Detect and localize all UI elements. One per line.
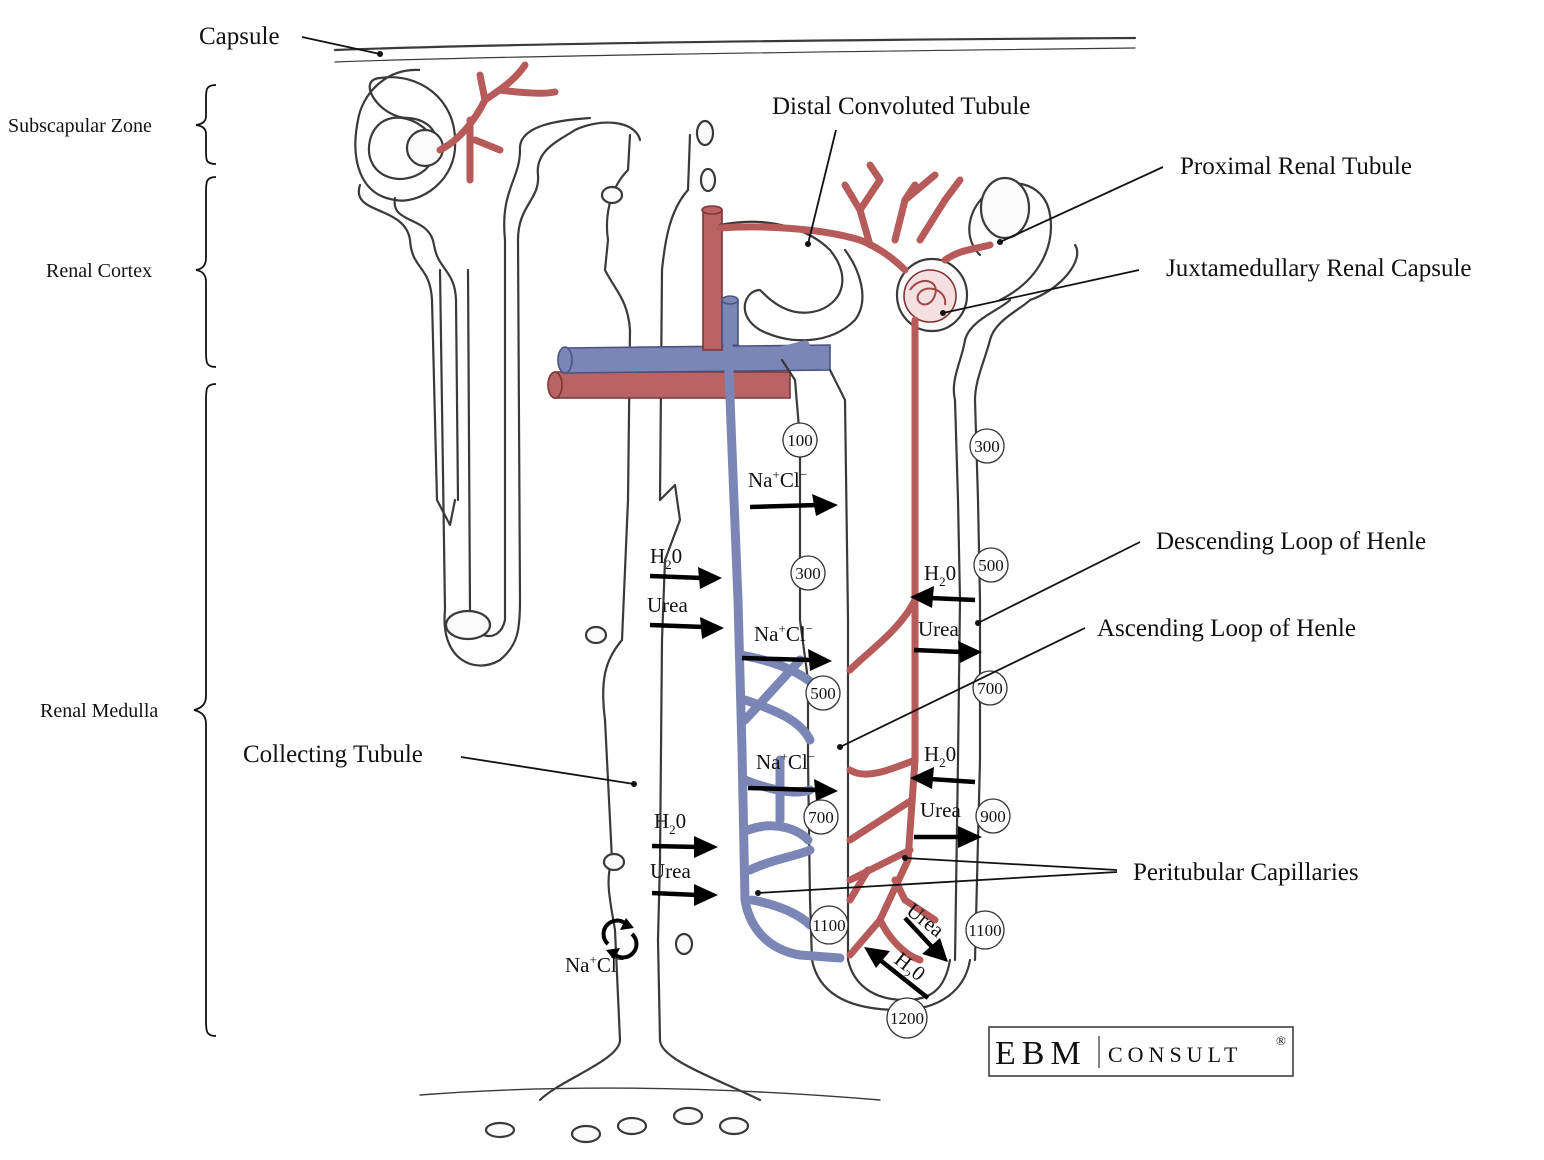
arrow-urea-right-1 [913,641,982,663]
osmolality-badge: 300 [969,428,1005,464]
logo-consult-text: CONSULT [1108,1042,1242,1067]
ascending-loop-label: Ascending Loop of Henle [1097,615,1356,642]
peritubular-capillaries-label: Peritubular Capillaries [1133,859,1359,886]
afferent-arteriole-tree [716,161,994,604]
osmolality-markers: 100 300 500 700 1100 300 500 700 [782,422,1011,1039]
logo-registered-mark: ® [1276,1033,1286,1048]
collecting-tubule-label: Collecting Tubule [243,741,423,768]
h2o-label: H20 [924,742,956,770]
recycle-icon [601,918,639,960]
urea-label: Urea [920,798,961,822]
logo-ebm-text: EBM [995,1035,1087,1072]
osmolality-badge: 500 [805,675,841,711]
urea-label: Urea [650,859,691,883]
osmolality-badge: 300 [790,555,826,591]
subscapular-zone-label: Subscapular Zone [8,115,152,137]
arrow-h2o-bottom [864,947,930,1000]
arrow-urea-left-1 [649,617,724,639]
urea-label: Urea [918,617,959,641]
juxtamedullary-renal-capsule-label: Juxtamedullary Renal Capsule [1166,255,1471,282]
nacl-label: Na+Cl− [756,749,815,774]
osmolality-value: 500 [978,556,1004,575]
osmolality-value: 700 [808,808,834,827]
osmolality-value: 1100 [968,921,1001,940]
renal-medulla-label: Renal Medulla [40,700,158,722]
leader-lines [301,36,1164,896]
cortical-arteriole [436,61,559,184]
zone-braces [193,84,217,1037]
structure-labels: Capsule Subscapular Zone Renal Cortex Re… [8,23,1471,886]
osmolality-badge: 700 [972,670,1008,706]
h2o-label: H20 [924,561,956,589]
nacl-label: Na+Cl− [565,952,624,977]
capsule-label: Capsule [199,23,280,50]
osmolality-value: 300 [974,437,1000,456]
cortical-nephron [354,68,642,667]
urea-label: Urea [647,593,688,617]
osmolality-value: 1200 [890,1009,924,1028]
osmolality-badge: 100 [782,422,818,458]
osmolality-value: 300 [795,564,821,583]
proximal-renal-tubule-label: Proximal Renal Tubule [1180,153,1412,180]
nacl-label: Na+Cl− [748,467,807,492]
ebm-consult-logo: EBM CONSULT ® [988,1026,1294,1077]
osmolality-value: 900 [980,807,1006,826]
arrow-urea-right-2 [914,826,982,848]
osmolality-value: 100 [787,431,813,450]
juxtamedullary-nephron [718,176,1079,1012]
arrow-h2o-left-1 [649,567,722,589]
arrow-h2o-right-2 [910,767,976,789]
h2o-label: H20 [650,544,682,572]
arrow-nacl-1 [749,494,838,516]
osmolality-badge: 700 [803,799,839,835]
osmolality-badge: 1100 [965,910,1005,950]
arrow-nacl-2 [741,649,832,671]
collecting-tubule-structure [419,119,881,1144]
arrow-urea-bottom [903,916,948,962]
transport-arrows [601,494,982,1000]
arrow-h2o-right-1 [910,586,976,608]
osmolality-badge: 900 [975,798,1011,834]
arrow-nacl-3 [747,779,838,801]
arrow-urea-left-2 [651,884,718,906]
chemical-labels: Na+Cl− Na+Cl− Na+Cl− Na+Cl− H20 H20 H20 … [565,467,961,986]
nacl-label: Na+Cl− [754,621,813,646]
arrow-h2o-left-2 [651,836,718,858]
distal-convoluted-tubule-label: Distal Convoluted Tubule [772,93,1030,120]
renal-capsule-outline [333,36,1137,63]
peritubular-capillaries-red [846,596,939,964]
osmolality-badge: 500 [973,547,1009,583]
osmolality-value: 700 [977,679,1003,698]
osmolality-badge: 1100 [809,905,849,945]
osmolality-badge: 1200 [886,997,928,1039]
renal-cortex-label: Renal Cortex [46,260,152,282]
osmolality-value: 1100 [812,916,845,935]
descending-loop-label: Descending Loop of Henle [1156,528,1426,555]
osmolality-value: 500 [810,684,836,703]
h2o-label: H20 [654,809,686,837]
